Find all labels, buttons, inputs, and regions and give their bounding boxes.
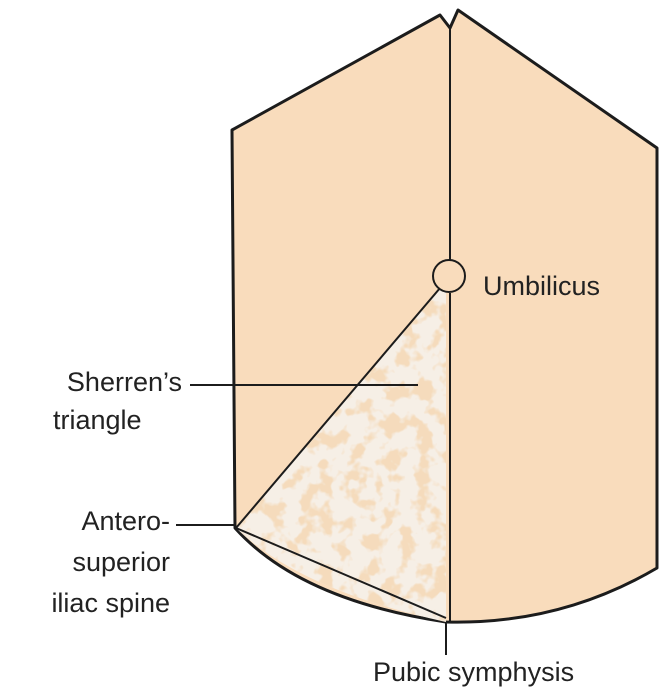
label-sherrens-triangle-2: triangle — [53, 404, 142, 437]
label-sherrens-triangle: Sherren’s — [10, 366, 182, 399]
label-sherrens-triangle-line1: Sherren’s — [10, 366, 182, 399]
label-asis-3: iliac spine — [0, 587, 170, 620]
umbilicus-mark — [433, 260, 465, 292]
label-pubic-symphysis: Pubic symphysis — [373, 656, 574, 689]
label-umbilicus: Umbilicus — [483, 270, 600, 303]
label-asis-2: superior — [0, 546, 170, 579]
label-asis-line1: Antero- — [0, 505, 170, 538]
label-asis: Antero- — [0, 505, 170, 538]
